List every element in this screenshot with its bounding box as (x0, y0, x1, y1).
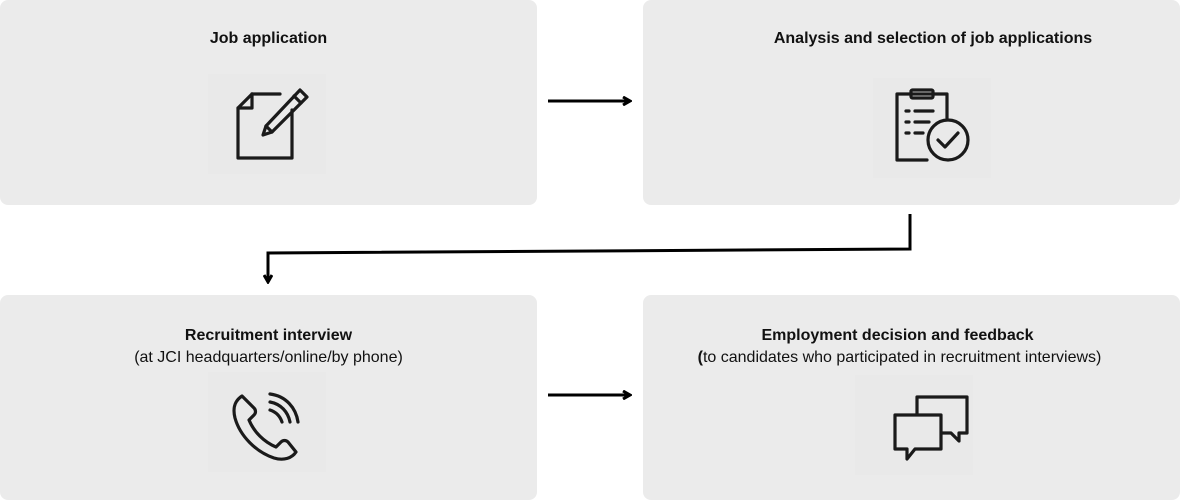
step-recruitment-interview: Recruitment interview (at JCI headquarte… (0, 295, 537, 500)
chat-bubbles-icon (855, 375, 973, 475)
step-employment-decision: Employment decision and feedback (to can… (643, 295, 1180, 500)
step-job-application: Job application (0, 0, 537, 205)
step-analysis-selection: Analysis and selection of job applicatio… (643, 0, 1180, 205)
phone-icon (208, 372, 326, 472)
step-title: Job application (209, 30, 328, 47)
subtitle-text: to candidates who participated in recrui… (702, 349, 1102, 366)
step-subtitle: (at JCI headquarters/online/by phone) (134, 349, 403, 366)
step-title: Analysis and selection of job applicatio… (773, 30, 1093, 47)
document-edit-icon (208, 74, 326, 174)
clipboard-check-icon (873, 78, 991, 178)
arrow-step2-to-step3 (268, 214, 912, 281)
step-title: Employment decision and feedback (761, 327, 1034, 344)
step-subtitle: (to candidates who participated in recru… (631, 348, 1168, 368)
step-title: Recruitment interview (184, 327, 353, 344)
subtitle-bold-prefix: ( (697, 349, 703, 366)
